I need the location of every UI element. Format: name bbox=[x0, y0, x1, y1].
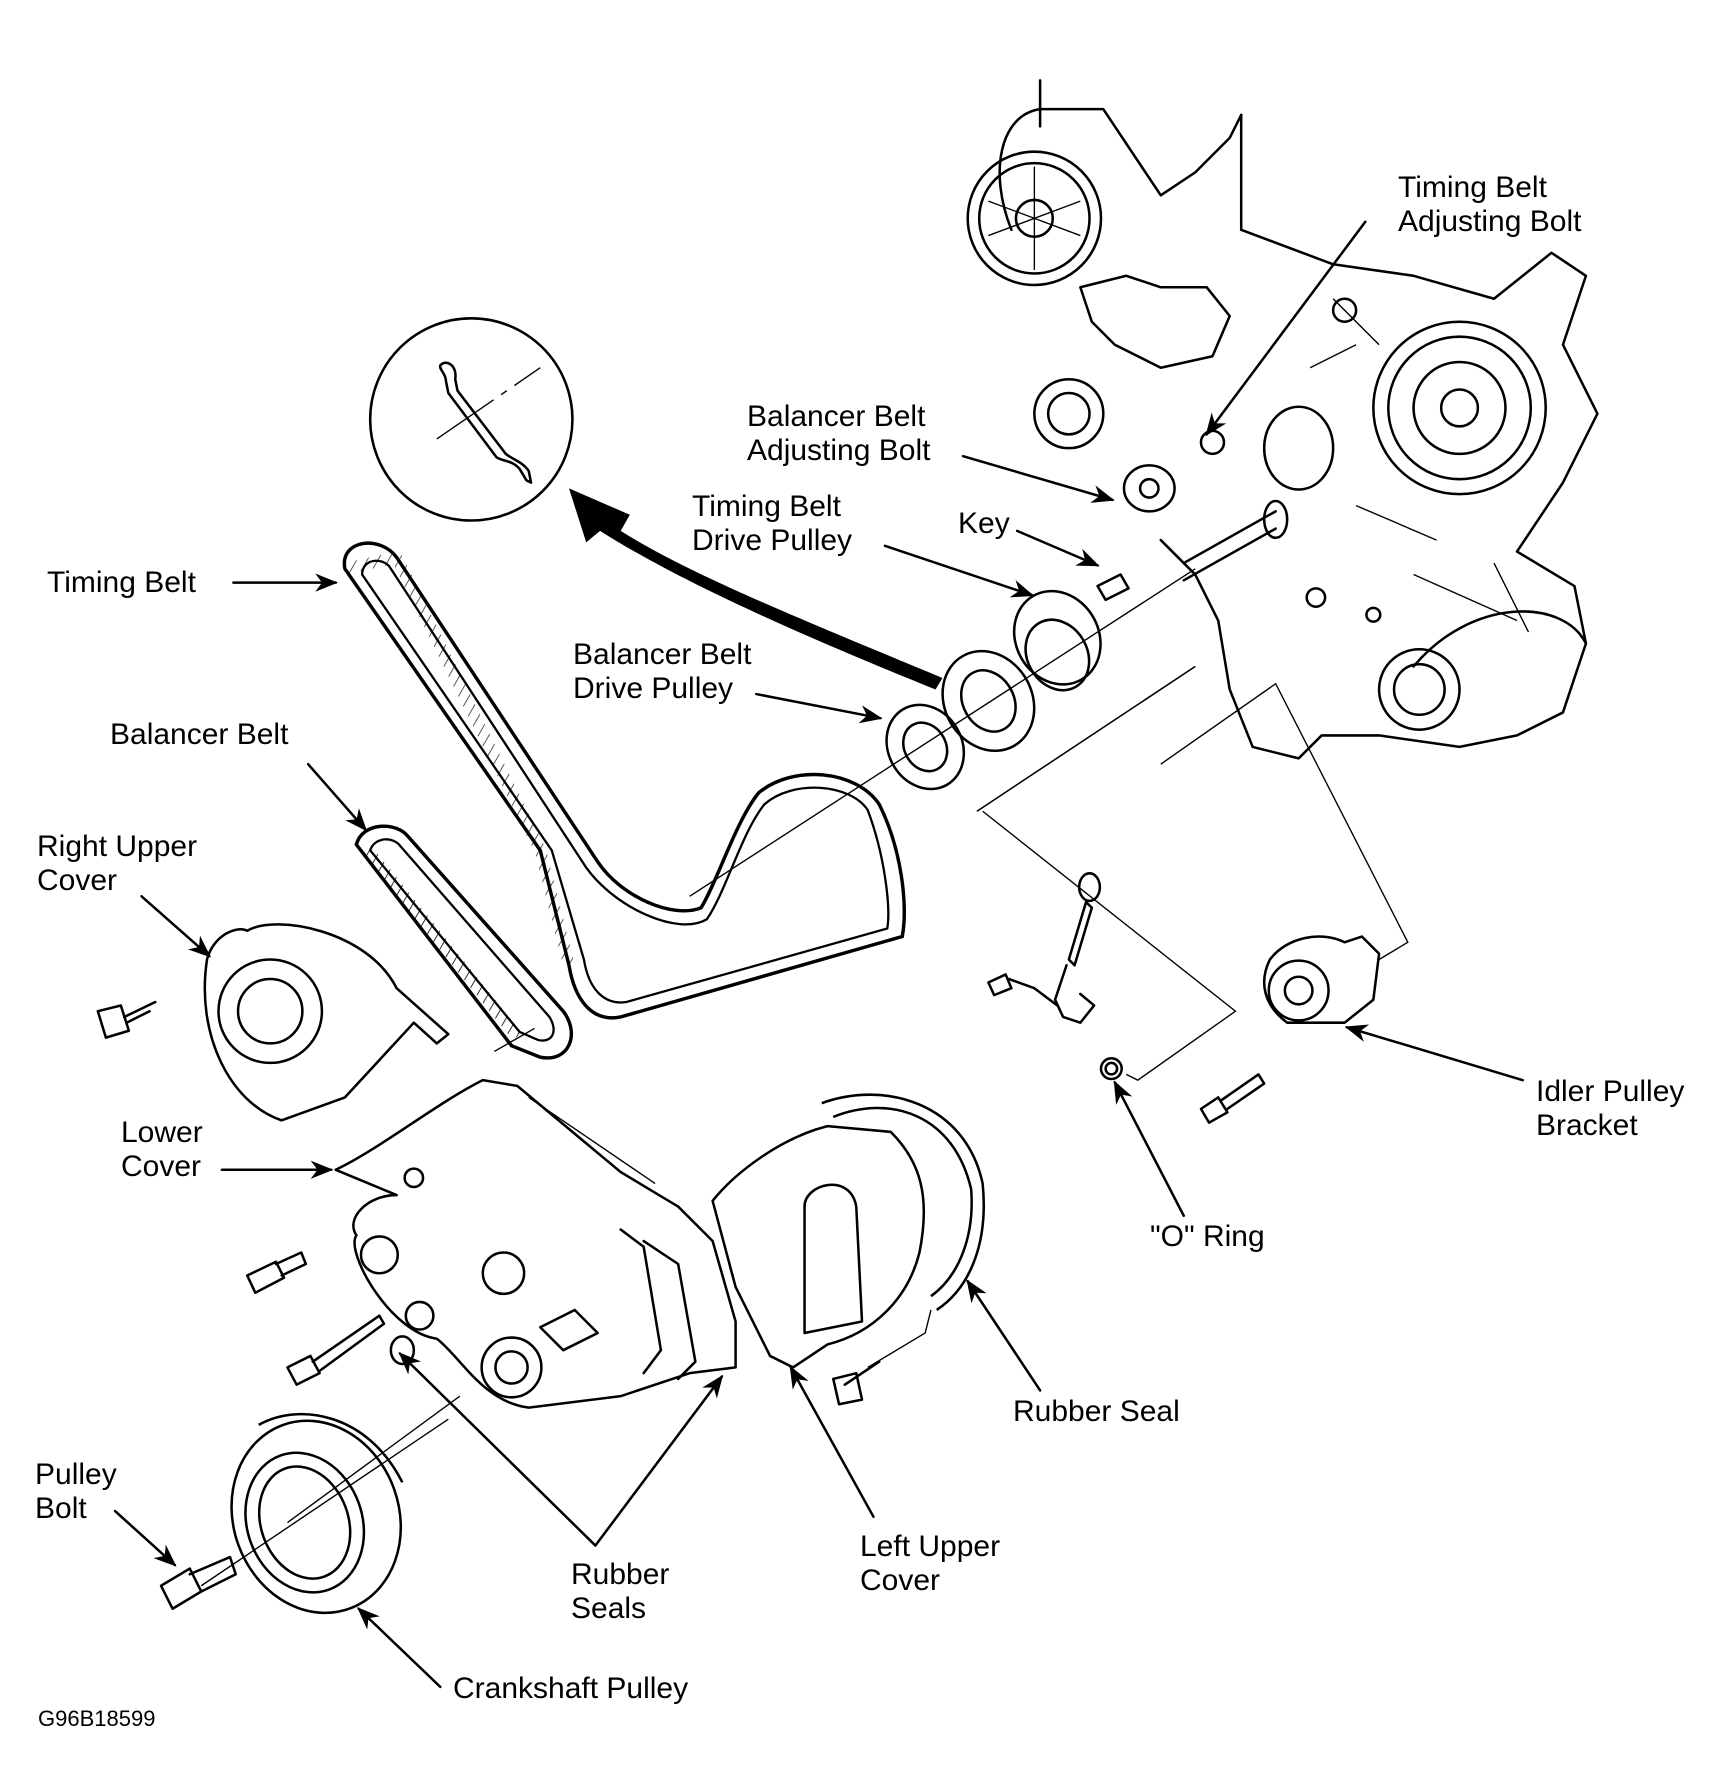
curved-arrow-icon bbox=[568, 488, 943, 690]
leader-rubber-seal bbox=[966, 1279, 1042, 1392]
leader-rubber-seals bbox=[398, 1352, 724, 1547]
timing-belt-part bbox=[342, 541, 907, 1020]
leader-o-ring bbox=[1113, 1080, 1186, 1218]
leader-lines bbox=[113, 220, 1524, 1689]
figure-code: G96B18599 bbox=[38, 1706, 156, 1731]
leader-idler-pulley-bracket bbox=[1344, 1024, 1524, 1082]
label-rubber-seal: Rubber Seal bbox=[1013, 1395, 1180, 1428]
leader-crankshaft-pulley bbox=[357, 1607, 442, 1689]
tensioner-spring-part bbox=[987, 872, 1123, 1081]
label-o-ring: "O" Ring bbox=[1150, 1220, 1265, 1253]
assembly-guide-lines bbox=[287, 665, 1409, 1524]
left-upper-cover-part bbox=[711, 1093, 985, 1406]
label-balancer-belt: Balancer Belt bbox=[110, 718, 289, 751]
label-timing-belt: Timing Belt bbox=[47, 566, 196, 599]
engine-block-assembly bbox=[966, 79, 1599, 760]
idler-pulley-bracket-part bbox=[1199, 935, 1381, 1124]
leader-timing-belt-adjusting-bolt bbox=[1205, 220, 1367, 437]
leader-balancer-belt-drive-pulley bbox=[755, 692, 883, 724]
bolts-lower bbox=[245, 1251, 386, 1386]
leader-timing-belt-drive-pulley bbox=[883, 544, 1035, 598]
pulley-stack bbox=[689, 568, 1196, 897]
magnified-tool-detail-icon bbox=[368, 317, 574, 522]
leader-pulley-bolt bbox=[113, 1509, 177, 1567]
label-crankshaft-pulley: Crankshaft Pulley bbox=[453, 1672, 689, 1705]
leader-left-upper-cover bbox=[789, 1365, 875, 1519]
label-key: Key bbox=[958, 507, 1010, 540]
leader-balancer-belt-adjusting-bolt bbox=[961, 454, 1115, 503]
right-upper-cover-part bbox=[96, 923, 450, 1122]
lower-cover-part bbox=[334, 1078, 737, 1409]
leader-right-upper-cover bbox=[140, 895, 212, 958]
leader-balancer-belt bbox=[306, 762, 368, 832]
leader-key bbox=[1015, 529, 1100, 567]
crankshaft-pulley-part bbox=[159, 1335, 449, 1615]
balancer-belt-part bbox=[354, 824, 574, 1060]
